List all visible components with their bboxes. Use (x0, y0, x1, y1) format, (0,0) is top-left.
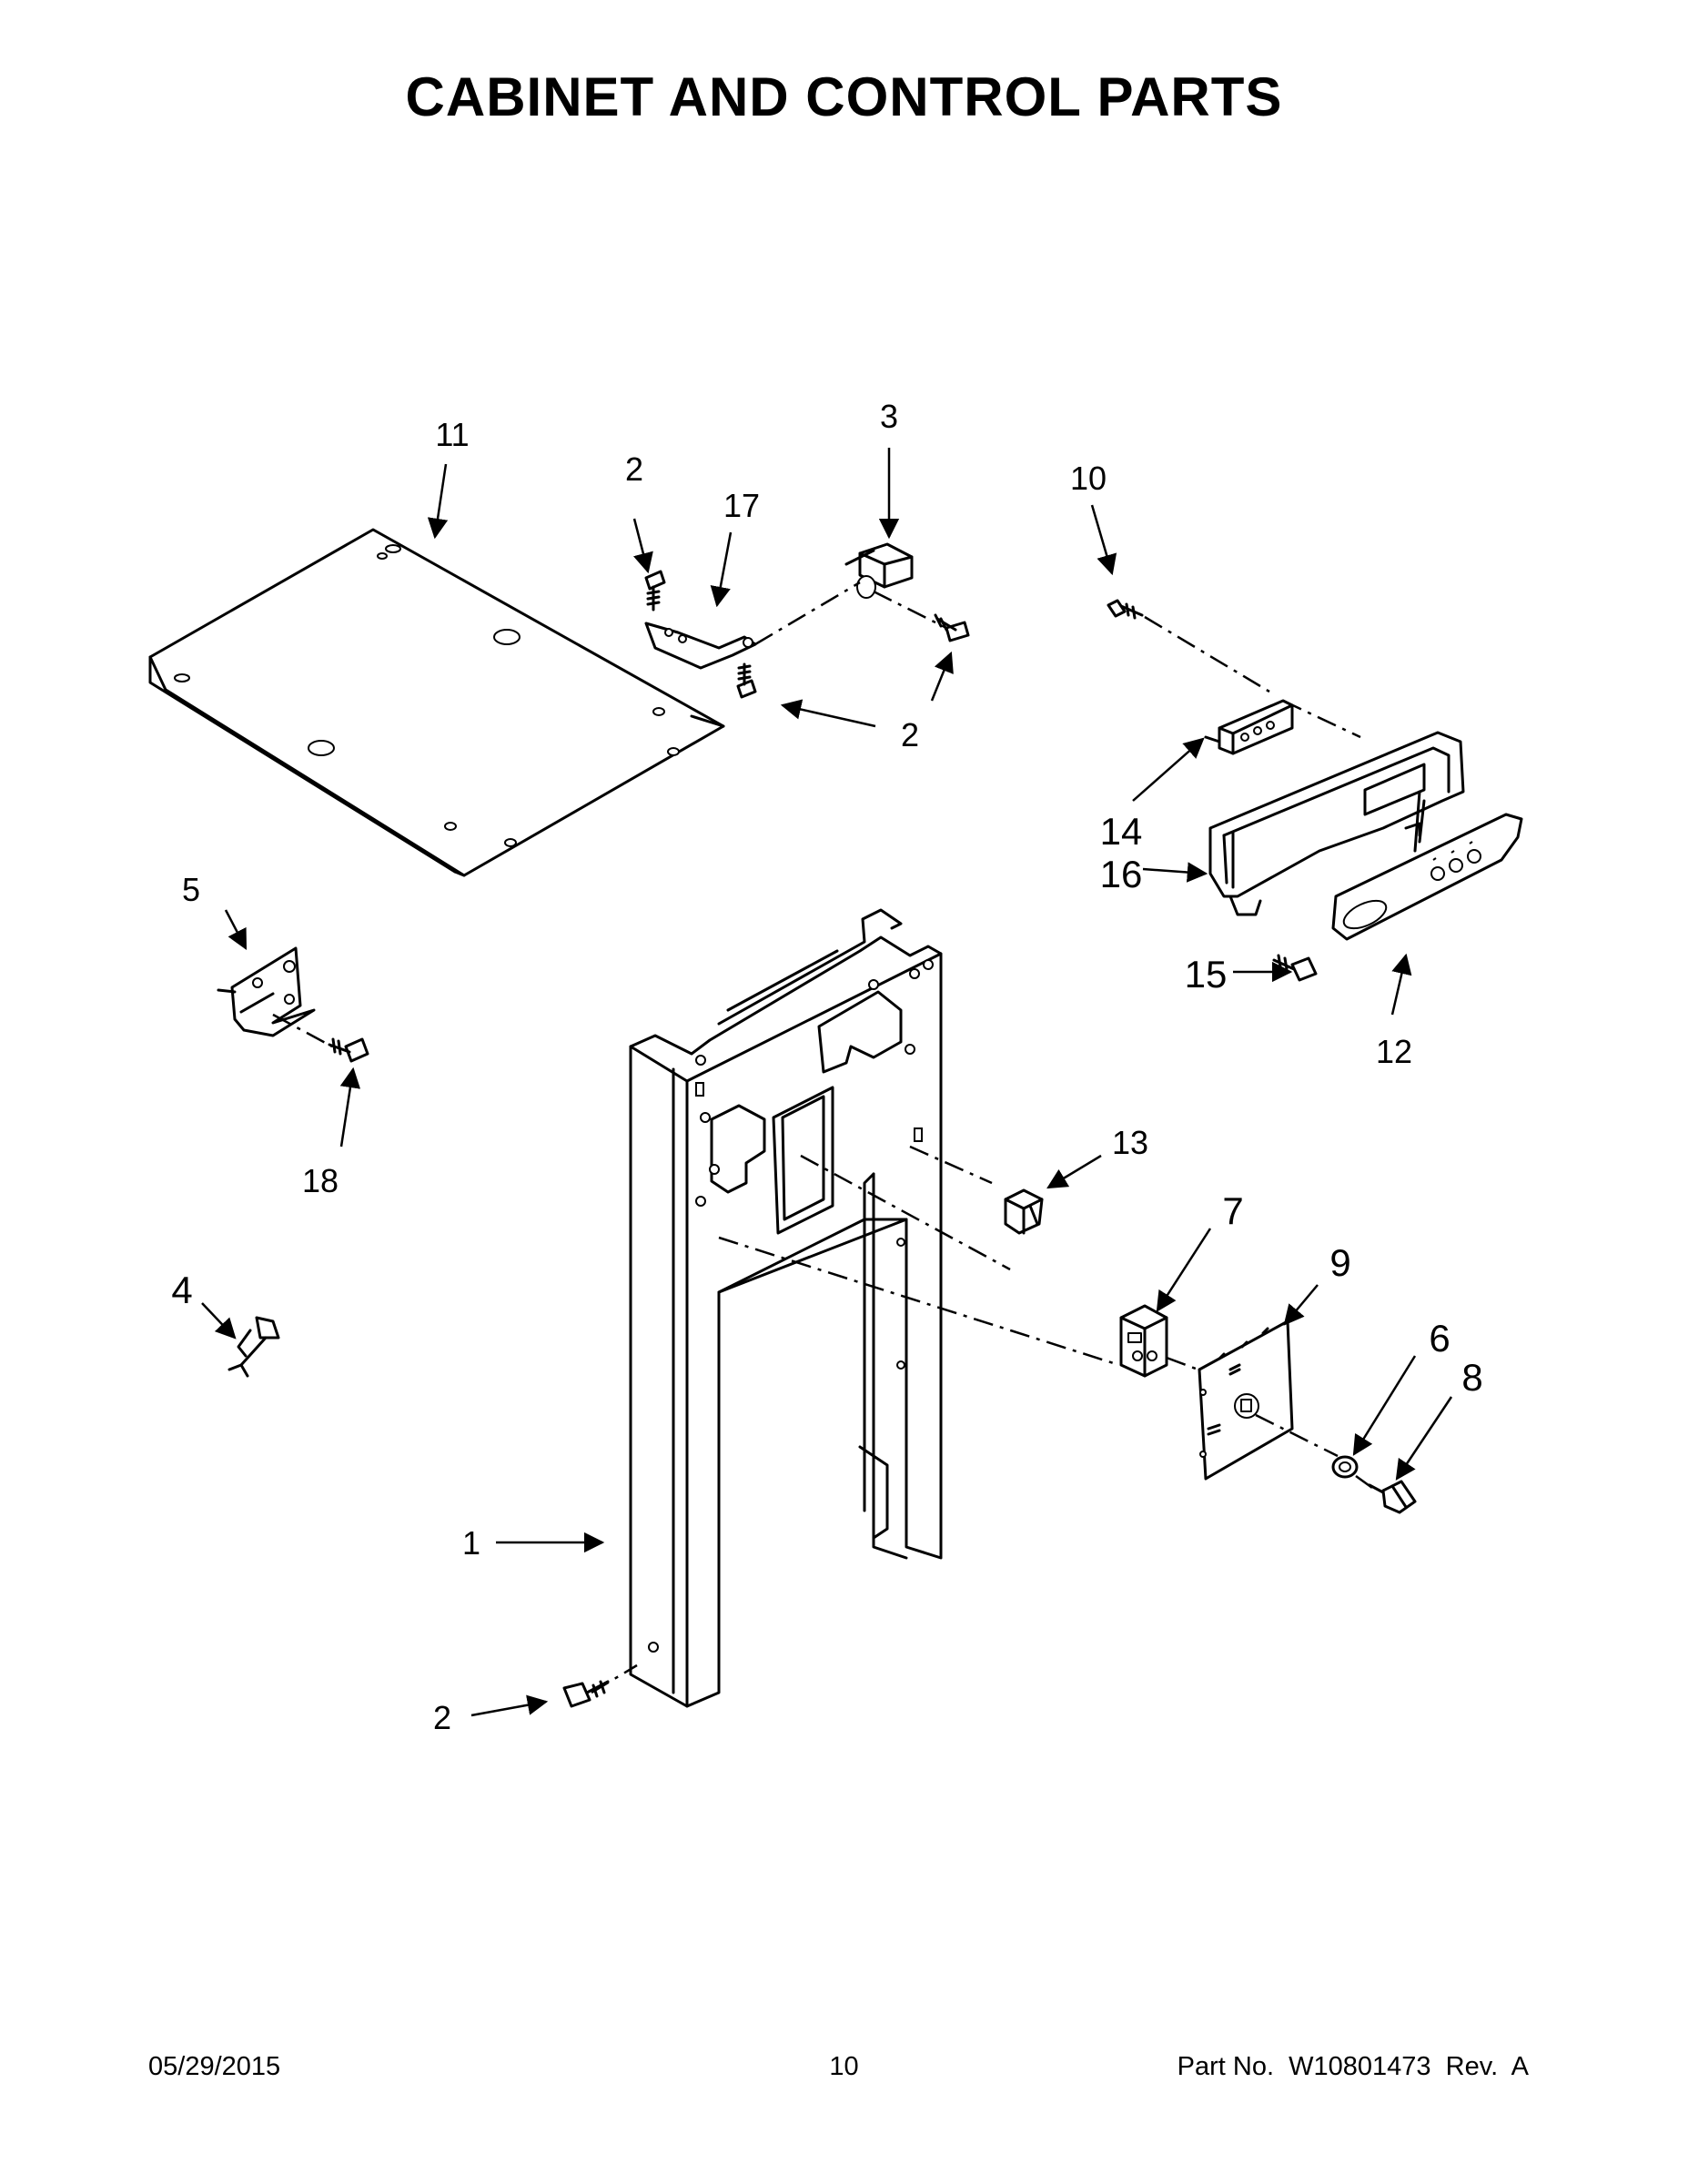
callout-11: 11 (435, 416, 469, 453)
screw-part-2-top-right (934, 613, 970, 642)
knob-part-8 (1368, 1480, 1417, 1514)
panel-part-9 (1198, 1320, 1294, 1481)
callout-4: 4 (171, 1269, 192, 1311)
overlay-part-12 (1331, 813, 1523, 941)
callout-1: 1 (462, 1524, 480, 1562)
screw-part-2-top-left (644, 570, 666, 612)
screw-part-2-top-middle (736, 662, 757, 699)
top-panel-part-11 (148, 528, 725, 877)
bracket-part-17 (644, 622, 757, 670)
board-part-14 (1204, 699, 1294, 755)
screw-part-10 (1107, 599, 1144, 620)
callout-14: 14 (1100, 810, 1143, 853)
page-title: CABINET AND CONTROL PARTS (405, 66, 1283, 127)
footer-page-number: 10 (829, 2052, 859, 2081)
footer-date: 05/29/2015 (148, 2052, 281, 2081)
callout-5: 5 (182, 871, 200, 908)
screw-part-2-bottom (562, 1680, 610, 1708)
callout-7: 7 (1222, 1189, 1243, 1232)
callout-17: 17 (723, 487, 760, 524)
console-part-16 (1208, 731, 1465, 916)
callout-2-top-left: 2 (625, 450, 643, 488)
footer-part-number: Part No. W10801473 Rev. A (1177, 2052, 1529, 2081)
callout-6: 6 (1429, 1317, 1450, 1360)
switch-part-7 (1119, 1304, 1168, 1378)
cabinet-frame-part-1 (629, 908, 943, 1708)
screw-part-15 (1272, 954, 1318, 982)
callout-10: 10 (1070, 460, 1107, 497)
part-13-actuator (1004, 1188, 1044, 1235)
callout-2-top-right: 2 (901, 716, 919, 753)
callout-12: 12 (1376, 1033, 1412, 1070)
screw-part-18 (328, 1037, 369, 1063)
callout-13: 13 (1112, 1124, 1148, 1161)
callout-9: 9 (1329, 1241, 1350, 1284)
nut-part-6 (1331, 1455, 1359, 1479)
hinge-bracket-part-3 (844, 542, 914, 599)
callout-18: 18 (302, 1162, 339, 1199)
callout-8: 8 (1461, 1356, 1482, 1399)
callout-16: 16 (1100, 853, 1143, 895)
callout-15: 15 (1185, 953, 1228, 996)
part-4-clip (227, 1316, 280, 1378)
callout-3: 3 (880, 398, 898, 435)
callout-2-bottom: 2 (433, 1699, 451, 1736)
bracket-part-5 (217, 946, 316, 1037)
